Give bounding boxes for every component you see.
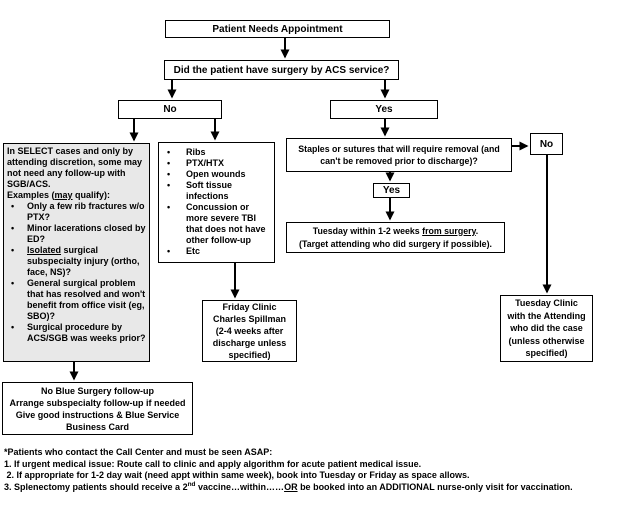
friday-clinic-line: Charles Spillman <box>212 314 287 324</box>
staples-yes-label: Yes <box>382 185 401 196</box>
examples-underlined: may <box>54 190 73 200</box>
bullet-icon: • <box>167 180 171 190</box>
footnotes: *Patients who contact the Call Center an… <box>4 447 619 493</box>
from-surgery-underlined: from surgery <box>422 225 476 236</box>
no-branch-node: No <box>118 100 222 119</box>
no-followup-line: Arrange subspecialty follow-up if needed <box>9 397 186 408</box>
staples-yes-node: Yes <box>373 183 410 198</box>
tuesday-within-line2: (Target attending who did surgery if pos… <box>299 238 492 249</box>
yes-branch-node: Yes <box>330 100 438 119</box>
superscript-nd: nd <box>187 480 196 488</box>
examples-prefix: Examples ( <box>7 190 55 200</box>
staples-no-node: No <box>530 133 563 155</box>
criteria-item: • Concussion or more severe TBI that doe… <box>167 202 266 245</box>
tuesday-clinic-line: Tuesday Clinic <box>515 298 578 309</box>
friday-clinic-line: Friday Clinic <box>222 302 277 312</box>
no-followup-node: No Blue Surgery follow-up Arrange subspe… <box>2 382 193 435</box>
tuesday-clinic-line: with the Attending <box>507 310 586 321</box>
bullet-icon: • <box>167 246 171 256</box>
bullet-icon: • <box>11 223 15 233</box>
bullet-icon: • <box>167 202 171 212</box>
footnote-header: *Patients who contact the Call Center an… <box>4 447 273 457</box>
tuesday-clinic-line: who did the case <box>510 323 583 334</box>
friday-clinic-line: discharge unless <box>212 338 287 348</box>
friday-clinic-line: specified) <box>228 350 271 360</box>
no-branch-label: No <box>163 104 177 115</box>
select-cases-intro: In SELECT cases and only by attending di… <box>7 146 143 189</box>
bullet-icon: • <box>11 322 15 332</box>
select-bullet-4: • General surgical problem that has reso… <box>7 278 147 322</box>
staples-question-line1: Staples or sutures that will require rem… <box>298 144 500 154</box>
footnote-line-1: 1. If urgent medical issue: Route call t… <box>4 458 422 469</box>
staples-question-node: Staples or sutures that will require rem… <box>286 138 512 172</box>
tuesday-clinic-line: (unless otherwise <box>508 335 585 346</box>
start-label: Patient Needs Appointment <box>212 23 343 35</box>
bullet-icon: • <box>11 278 15 288</box>
isolated-underlined: Isolated <box>27 245 62 255</box>
footnote-line-3: 3. Splenectomy patients should receive a… <box>4 480 573 492</box>
staples-question-line2: can't be removed prior to discharge)? <box>320 156 478 166</box>
criteria-item: • PTX/HTX <box>167 158 225 168</box>
criteria-item: • Soft tissue infections <box>167 180 233 201</box>
select-bullet-2: • Minor lacerations closed by ED? <box>7 223 147 245</box>
bullet-icon: • <box>167 147 171 157</box>
tuesday-clinic-line: specified) <box>525 348 568 359</box>
tuesday-clinic-node: Tuesday Clinic with the Attending who di… <box>500 295 593 362</box>
select-bullet-3: • Isolated surgical subspecialty injury … <box>7 245 147 278</box>
bullet-icon: • <box>11 201 15 211</box>
criteria-item: • Open wounds <box>167 169 246 179</box>
select-bullet-5: • Surgical procedure by ACS/SGB was week… <box>7 322 147 344</box>
bullet-icon: • <box>11 245 15 255</box>
no-followup-line: No Blue Surgery follow-up <box>40 385 154 396</box>
select-cases-examples-line: Examples (may qualify): <box>7 190 147 201</box>
friday-clinic-node: Friday Clinic Charles Spillman (2-4 week… <box>202 300 297 362</box>
no-followup-line: Business Card <box>65 421 130 432</box>
surgery-question-label: Did the patient have surgery by ACS serv… <box>173 64 390 76</box>
tuesday-within-node: Tuesday within 1-2 weeks from surgery. (… <box>286 222 505 253</box>
bullet-icon: • <box>167 169 171 179</box>
friday-clinic-line: (2-4 weeks after <box>215 326 284 336</box>
no-followup-line: Give good instructions & Blue Service <box>15 409 180 420</box>
bullet-icon: • <box>167 158 171 168</box>
footnote-line-2: 2. If appropriate for 1-2 day wait (need… <box>4 470 470 480</box>
select-bullet-1: • Only a few rib fractures w/o PTX? <box>7 201 147 223</box>
tuesday-within-line1: Tuesday within 1-2 weeks from surgery. <box>312 225 479 236</box>
start-node: Patient Needs Appointment <box>165 20 390 38</box>
criteria-item: • Ribs <box>167 147 206 157</box>
examples-suffix: qualify): <box>72 190 111 200</box>
or-underlined: OR <box>284 481 298 492</box>
select-cases-note: In SELECT cases and only by attending di… <box>3 143 150 362</box>
yes-branch-label: Yes <box>375 104 393 115</box>
criteria-list-node: • Ribs • PTX/HTX • Open wounds • Soft ti… <box>158 142 275 263</box>
surgery-question-node: Did the patient have surgery by ACS serv… <box>164 60 399 80</box>
staples-no-label: No <box>539 138 554 150</box>
criteria-item: • Etc <box>167 246 201 256</box>
